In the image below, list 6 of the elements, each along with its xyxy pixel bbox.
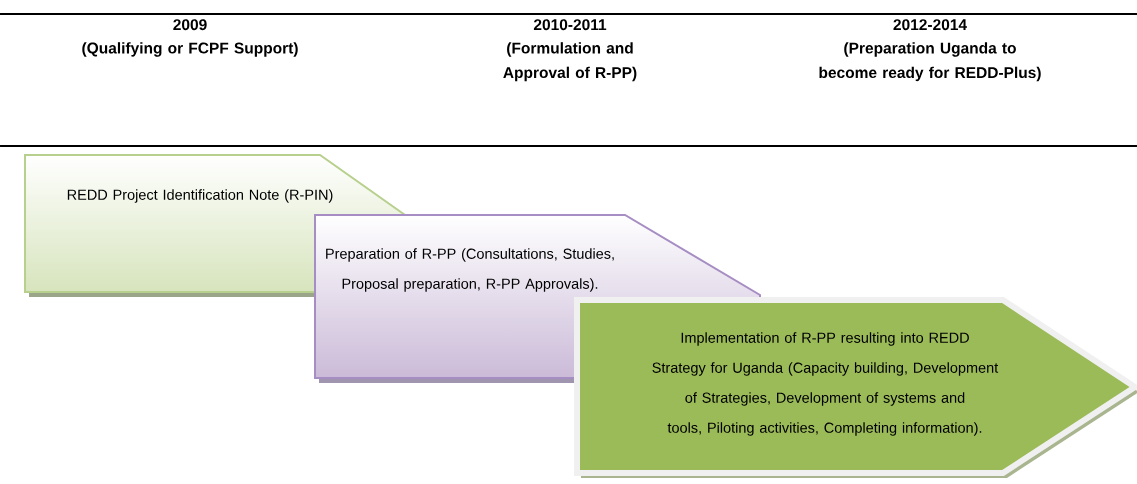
column-year: 2010-2011 <box>533 19 607 31</box>
column-heading: (Formulation and Approval of R-PP) <box>503 42 637 82</box>
column-heading: (Preparation Uganda to become ready for REDD-Plus) <box>819 42 1041 82</box>
column-year: 2012-2014 <box>893 19 967 31</box>
column-year: 2009 <box>173 19 207 31</box>
column-heading: (Qualifying or FCPF Support) <box>82 42 298 57</box>
